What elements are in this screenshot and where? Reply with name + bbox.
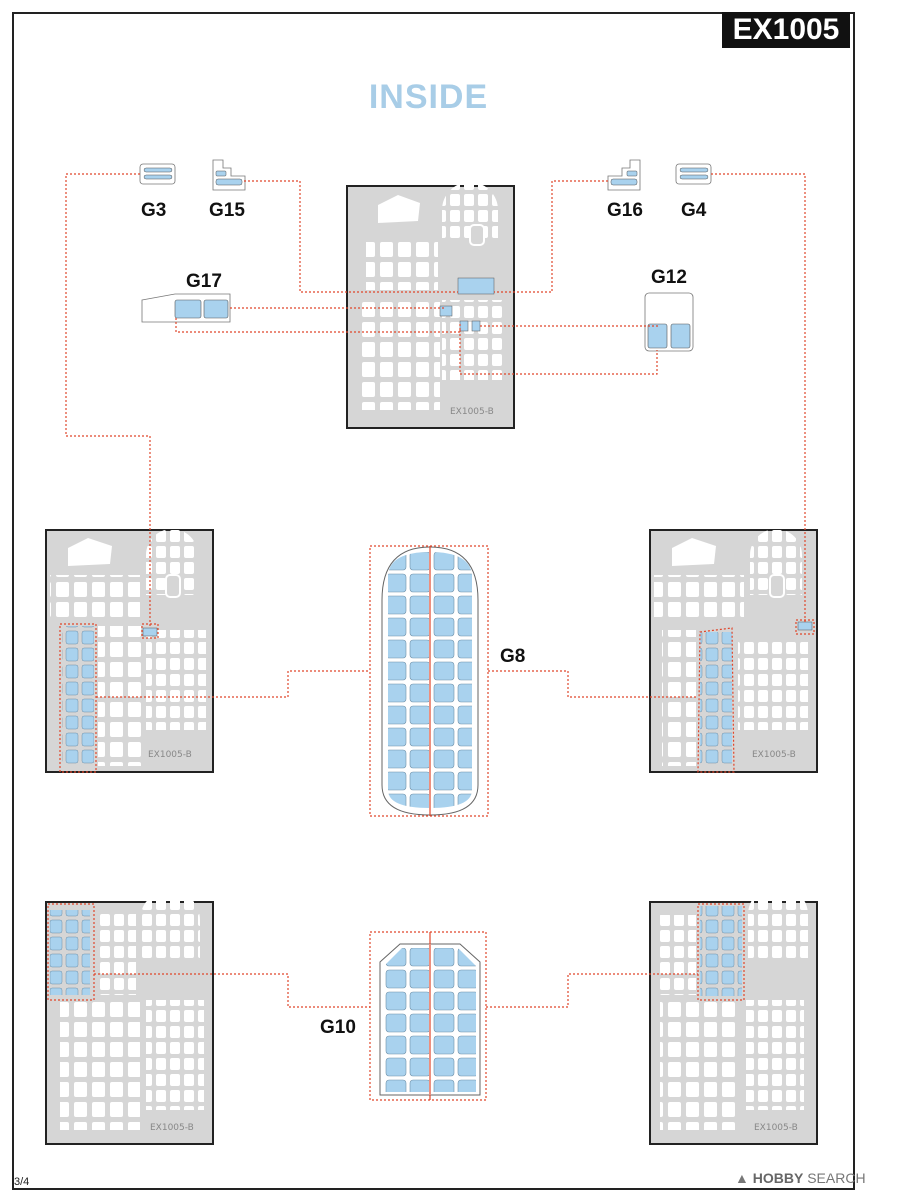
mask-sheet-bottom-left: EX1005-B — [45, 890, 214, 1145]
label-g12: G12 — [651, 267, 687, 288]
sheet-code-label: EX1005-B — [150, 1123, 194, 1133]
part-g3 — [139, 163, 176, 185]
label-g10: G10 — [320, 1017, 356, 1038]
leader-lines — [47, 173, 815, 1101]
label-g16: G16 — [607, 200, 643, 221]
watermark-text: SEARCH — [807, 1170, 866, 1186]
sheet-code-label: EX1005-B — [450, 407, 494, 417]
label-g17: G17 — [186, 271, 222, 292]
watermark-logo-icon: ▲ — [735, 1170, 749, 1186]
label-g3: G3 — [141, 200, 167, 221]
sheet-code-label: EX1005-B — [148, 750, 192, 760]
product-code-badge: EX1005 — [722, 12, 850, 48]
page-frame — [12, 12, 855, 1190]
mask-sheet-bottom-right: EX1005-B — [649, 885, 818, 1145]
mask-sheet-middle-right: EX1005-B — [649, 529, 818, 773]
sheet-code-label: EX1005-B — [752, 750, 796, 760]
label-g8: G8 — [500, 646, 526, 667]
label-g4: G4 — [681, 200, 707, 221]
mask-sheet-top: EX1005-B — [346, 182, 515, 429]
watermark-brand: HOBBY — [752, 1170, 804, 1186]
watermark: ▲ HOBBY SEARCH — [735, 1170, 866, 1186]
page-number: 3/4 — [14, 1176, 30, 1188]
page-title: INSIDE — [368, 78, 489, 116]
part-g17 — [141, 293, 231, 323]
label-g15: G15 — [209, 200, 245, 221]
sheet-code-label: EX1005-B — [754, 1123, 798, 1133]
part-g16 — [607, 159, 641, 191]
part-g4 — [675, 163, 712, 185]
mask-sheet-middle-left: EX1005-B — [45, 529, 214, 773]
part-g15 — [212, 159, 246, 191]
part-g12 — [644, 292, 694, 352]
